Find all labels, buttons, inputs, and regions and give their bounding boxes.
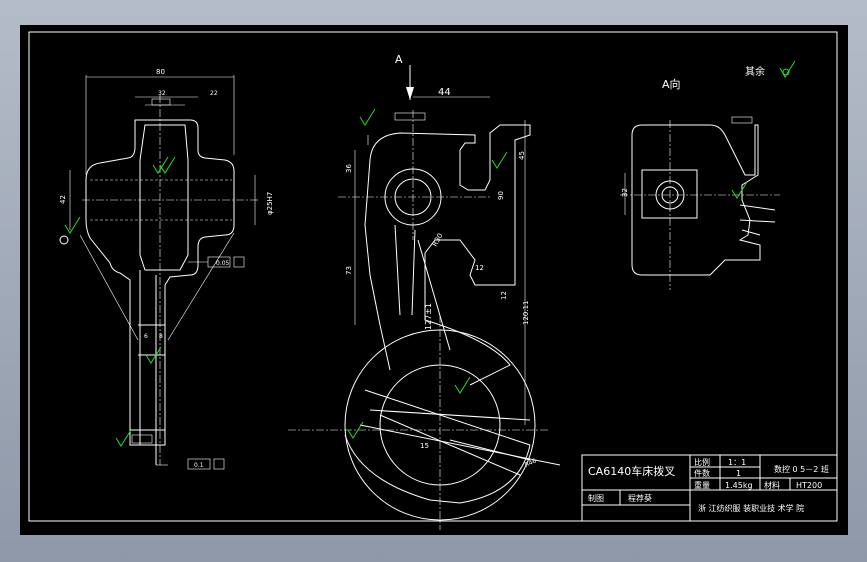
dim-44: 44: [438, 87, 451, 98]
roughness-symbol: [454, 376, 471, 394]
dim-36: 36: [345, 164, 353, 173]
drawn-label: 制图: [588, 493, 604, 503]
dim-bore: φ25H7: [266, 192, 274, 215]
title-block: CA6140车床拨叉 比例 1：1 件数 1 重量 1.45kg 材料 HT20…: [581, 454, 838, 522]
school-name: 浙 江纺织服 装职业技 术学 院: [698, 503, 804, 513]
dim-15: 15: [420, 442, 429, 450]
roughness-symbol: [152, 156, 176, 174]
material-value: HT200: [796, 481, 822, 490]
qty-label: 件数: [694, 468, 710, 478]
drawing-border: [28, 31, 838, 522]
tol-01: 0.1: [194, 462, 204, 469]
qty-value: 1: [736, 469, 741, 478]
drawing-viewport[interactable]: 80 32 22 42 φ25H7 6 8 0.05 0.1 A: [20, 25, 848, 535]
dim-120: 120.11: [522, 301, 530, 326]
part-name: CA6140车床拨叉: [588, 464, 675, 478]
dim-127: 127±1: [424, 303, 433, 330]
view-arrow-icon: [406, 87, 414, 100]
weight-label: 重量: [694, 480, 710, 490]
roughness-symbol: [359, 108, 376, 126]
drawing-number: 数控 0 5－2 班: [774, 464, 829, 474]
roughness-symbol: [491, 151, 508, 169]
dim-6: 6: [144, 333, 148, 340]
roughness-symbol: [64, 216, 81, 234]
roughness-symbol: [779, 60, 796, 78]
dim-12-vert: 12: [500, 291, 508, 300]
dim-90: 90: [497, 191, 505, 200]
material-label: 材料: [764, 480, 780, 490]
scale-label: 比例: [694, 457, 710, 467]
tol-005: 0.05: [216, 260, 230, 267]
front-view: A 44 36 73 45 90 120.11: [288, 53, 561, 530]
roughness-symbol: [731, 181, 748, 199]
dim-45: 45: [518, 151, 526, 160]
dim-32-right: 32: [621, 188, 629, 197]
drawer-name: 程荐葵: [628, 493, 652, 503]
dim-22: 22: [210, 90, 218, 97]
roughness-circle-icon: [782, 68, 790, 76]
dim-8: 8: [159, 333, 163, 340]
scale-value: 1：1: [728, 458, 746, 467]
roughness-symbol: [115, 429, 132, 447]
dim-12: 12: [475, 264, 484, 272]
dim-80: 80: [156, 68, 165, 76]
dim-r46: R46: [524, 457, 538, 468]
dim-42: 42: [59, 195, 67, 204]
left-view: 80 32 22 42 φ25H7 6 8 0.05 0.1: [59, 68, 274, 470]
view-a: A向 其余 32: [620, 60, 796, 290]
other-roughness-label: 其余: [745, 65, 765, 78]
arrow-label-a: A: [395, 53, 403, 66]
weight-value: 1.45kg: [725, 481, 753, 490]
dim-73: 73: [345, 266, 353, 275]
roughness-symbol: [145, 346, 162, 364]
roughness-symbol: [347, 421, 364, 439]
dim-32: 32: [158, 90, 166, 97]
cad-drawing: 80 32 22 42 φ25H7 6 8 0.05 0.1 A: [28, 31, 838, 530]
view-a-label: A向: [662, 77, 681, 91]
